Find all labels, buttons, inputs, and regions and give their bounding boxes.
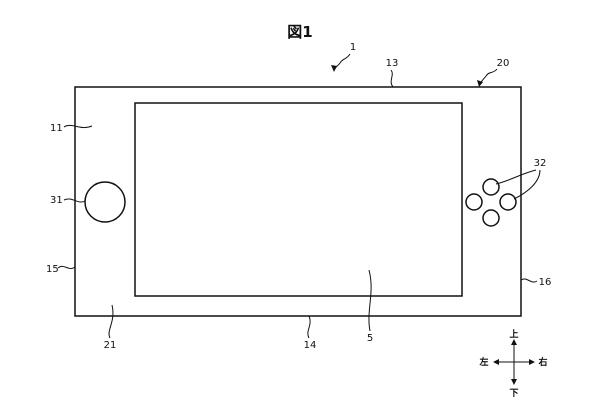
label-right-edge: 16 xyxy=(539,277,552,288)
leader-analog-stick xyxy=(63,198,86,203)
arrow-right-icon xyxy=(529,359,535,365)
leader-left-edge xyxy=(57,265,76,270)
arrowhead-device xyxy=(331,65,337,72)
figure-title: 図1 xyxy=(287,23,312,41)
leader-housing xyxy=(479,68,498,85)
direction-indicator: 上 下 左 右 xyxy=(478,328,547,399)
leader-buttons-2 xyxy=(513,169,541,200)
direction-up-label: 上 xyxy=(509,328,518,340)
direction-right-label: 右 xyxy=(537,356,547,368)
label-lower-region: 21 xyxy=(104,340,117,351)
label-bottom-edge: 14 xyxy=(304,340,317,351)
leader-right-edge xyxy=(520,278,538,283)
button-left xyxy=(465,193,483,211)
label-display: 5 xyxy=(367,333,373,344)
label-top-edge: 13 xyxy=(386,58,399,69)
arrowhead-housing xyxy=(477,80,483,87)
leader-left-region xyxy=(63,124,93,129)
display-screen xyxy=(134,102,463,297)
button-right xyxy=(499,193,517,211)
direction-left-label: 左 xyxy=(478,356,488,368)
arrow-down-icon xyxy=(511,379,517,385)
label-analog-stick: 31 xyxy=(50,195,63,206)
label-housing: 20 xyxy=(497,58,510,69)
leader-lower-region xyxy=(108,304,114,339)
analog-stick xyxy=(84,181,126,223)
leader-device xyxy=(333,53,351,71)
button-cluster xyxy=(465,178,517,227)
leader-bottom-edge xyxy=(307,315,311,339)
button-top xyxy=(482,178,500,196)
arrow-left-icon xyxy=(493,359,499,365)
direction-down-label: 下 xyxy=(509,388,518,399)
button-bottom xyxy=(482,209,500,227)
arrow-up-icon xyxy=(511,339,517,345)
device-housing xyxy=(74,86,522,317)
label-left-region: 11 xyxy=(50,123,63,134)
label-device: 1 xyxy=(350,42,356,53)
label-left-edge: 15 xyxy=(46,264,59,275)
leader-top-edge xyxy=(390,69,394,88)
leader-display xyxy=(368,269,372,332)
label-buttons: 32 xyxy=(534,158,547,169)
leader-buttons-1 xyxy=(495,169,537,185)
